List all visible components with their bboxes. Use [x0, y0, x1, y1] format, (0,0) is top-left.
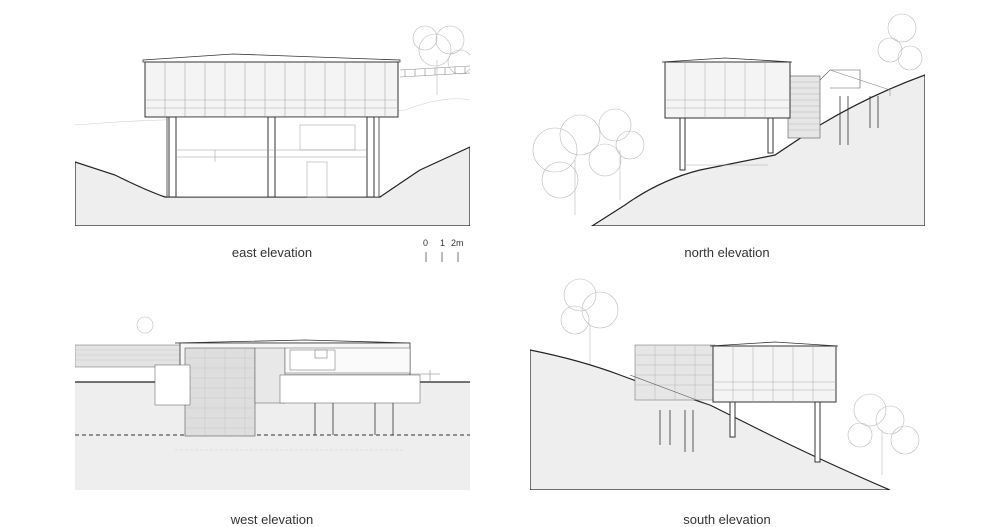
scale-bar: 0 1 2m	[420, 238, 470, 264]
building-volume	[661, 57, 793, 171]
building-volume	[709, 341, 839, 463]
north-elevation-drawing	[530, 0, 925, 226]
south-elevation-caption: south elevation	[683, 512, 771, 527]
west-elevation-caption: west elevation	[230, 512, 314, 527]
access-bridge	[399, 65, 470, 78]
tree-outline	[560, 278, 920, 475]
tree-outline	[532, 13, 923, 215]
north-elevation-caption: north elevation	[684, 245, 770, 260]
building-volume	[142, 53, 401, 198]
tree-outline	[136, 316, 154, 334]
west-elevation-drawing	[75, 270, 470, 490]
east-elevation-caption: east elevation	[231, 245, 313, 260]
scale-label-0: 0	[423, 238, 429, 248]
tree-outline	[412, 25, 470, 95]
stair-structure	[787, 69, 891, 145]
east-elevation-drawing	[75, 0, 470, 226]
scale-label-2m: 2m	[451, 238, 464, 248]
south-elevation-drawing	[530, 270, 925, 490]
scale-label-1: 1	[440, 238, 446, 248]
building-volume	[154, 339, 440, 437]
ground-terrain	[75, 146, 470, 226]
stair-structure	[629, 344, 716, 452]
